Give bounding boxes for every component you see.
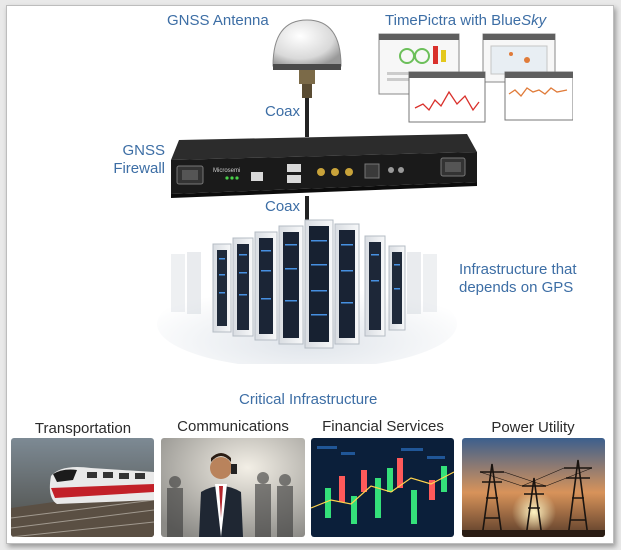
server-racks-icon bbox=[157, 219, 457, 364]
device-brand: Microsemi bbox=[213, 168, 240, 174]
coax-top-label: Coax bbox=[265, 103, 301, 120]
sector-label-power-utility: Power Utility bbox=[491, 419, 575, 436]
communications-photo bbox=[161, 438, 305, 537]
timepictra-screens-icon bbox=[378, 33, 573, 123]
coax-cable-top bbox=[305, 104, 309, 137]
infrastructure-label: Infrastructure that depends on GPS bbox=[459, 261, 577, 296]
power-utility-photo bbox=[462, 438, 605, 537]
high-speed-train-icon bbox=[11, 438, 154, 537]
coax-cable-bottom bbox=[305, 196, 309, 228]
gnss-firewall-label: GNSS Firewall bbox=[113, 142, 165, 177]
transportation-photo bbox=[11, 438, 154, 537]
sector-label-transportation: Transportation bbox=[34, 420, 132, 437]
business-crowd-phone-icon bbox=[161, 438, 305, 537]
financial-services-photo bbox=[311, 438, 454, 537]
sector-label-communications: Communications bbox=[177, 418, 289, 435]
critical-infrastructure-label: Critical Infrastructure bbox=[239, 391, 378, 408]
sector-label-financial-services: Financial Services bbox=[322, 418, 444, 435]
power-towers-sunset-icon bbox=[462, 438, 605, 537]
gnss-antenna-icon bbox=[272, 19, 342, 106]
timepictra-label: TimePictra with BlueSky bbox=[385, 12, 547, 29]
gnss-firewall-device-icon: Microsemi bbox=[171, 134, 477, 198]
stock-chart-icon bbox=[311, 438, 454, 537]
coax-bottom-label: Coax bbox=[265, 198, 301, 215]
gnss-antenna-label: GNSS Antenna bbox=[167, 12, 269, 29]
diagram-frame: GNSS Antenna Coax TimePictra with BlueSk… bbox=[6, 5, 614, 544]
